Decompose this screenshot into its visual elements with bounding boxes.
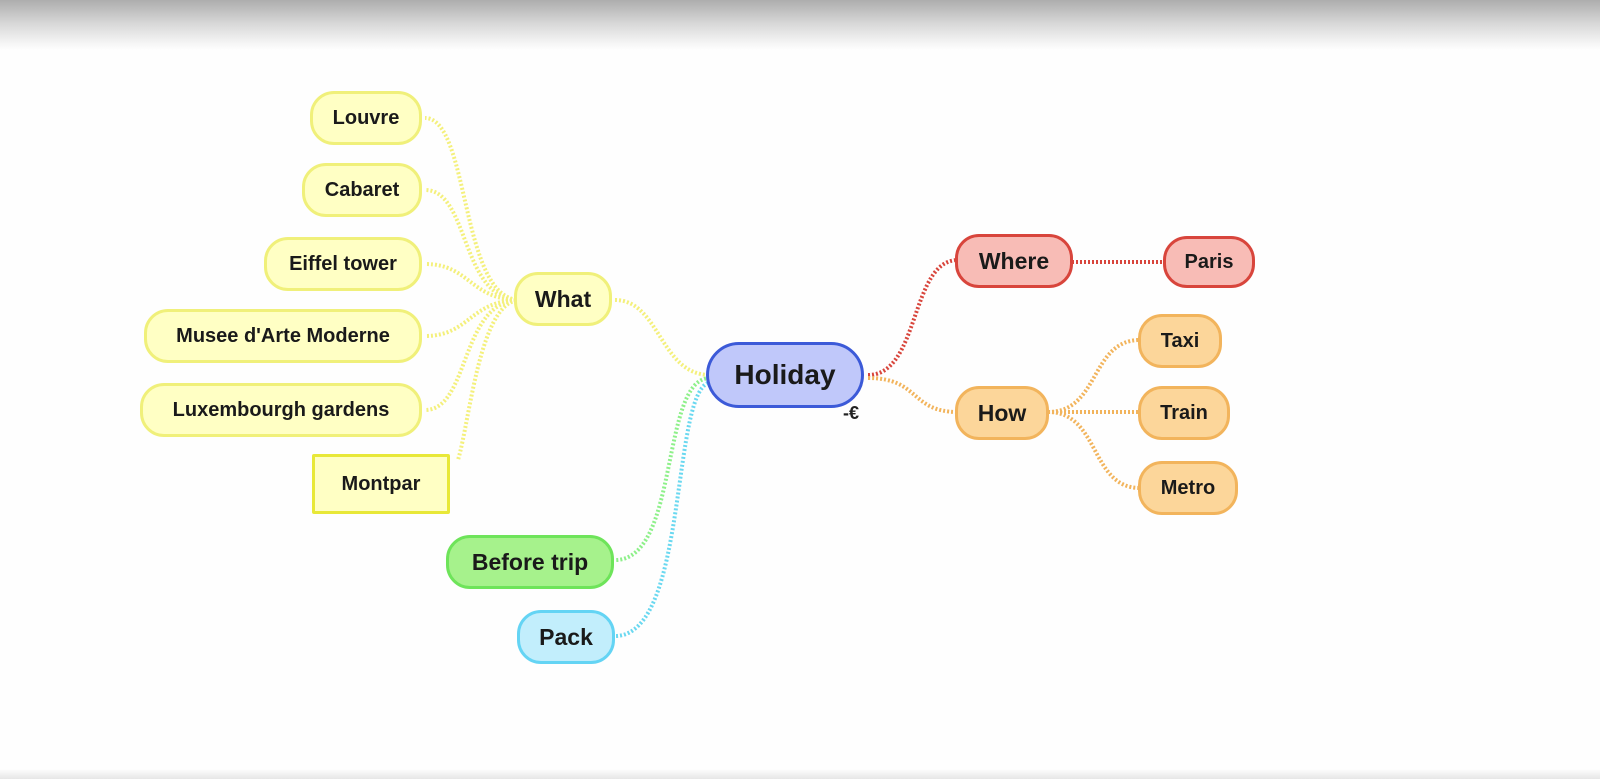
euro-marker-icon: -€	[843, 403, 860, 423]
node-eiffel-tower[interactable]: Eiffel tower	[264, 237, 422, 291]
node-what[interactable]: What	[514, 272, 612, 326]
node-before-trip[interactable]: Before trip	[446, 535, 614, 589]
node-train[interactable]: Train	[1138, 386, 1230, 440]
node-montpar-editing[interactable]: Montpar	[312, 454, 450, 514]
node-louvre[interactable]: Louvre	[310, 91, 422, 145]
node-taxi[interactable]: Taxi	[1138, 314, 1222, 368]
node-where[interactable]: Where	[955, 234, 1073, 288]
node-paris[interactable]: Paris	[1163, 236, 1255, 288]
central-node-holiday[interactable]: Holiday	[706, 342, 864, 408]
node-cabaret[interactable]: Cabaret	[302, 163, 422, 217]
node-pack[interactable]: Pack	[517, 610, 615, 664]
bottom-shadow-bar	[0, 769, 1600, 779]
node-how[interactable]: How	[955, 386, 1049, 440]
node-musee-arte-moderne[interactable]: Musee d'Arte Moderne	[144, 309, 422, 363]
top-shadow-bar	[0, 0, 1600, 50]
node-luxembourgh-gardens[interactable]: Luxembourgh gardens	[140, 383, 422, 437]
node-metro[interactable]: Metro	[1138, 461, 1238, 515]
